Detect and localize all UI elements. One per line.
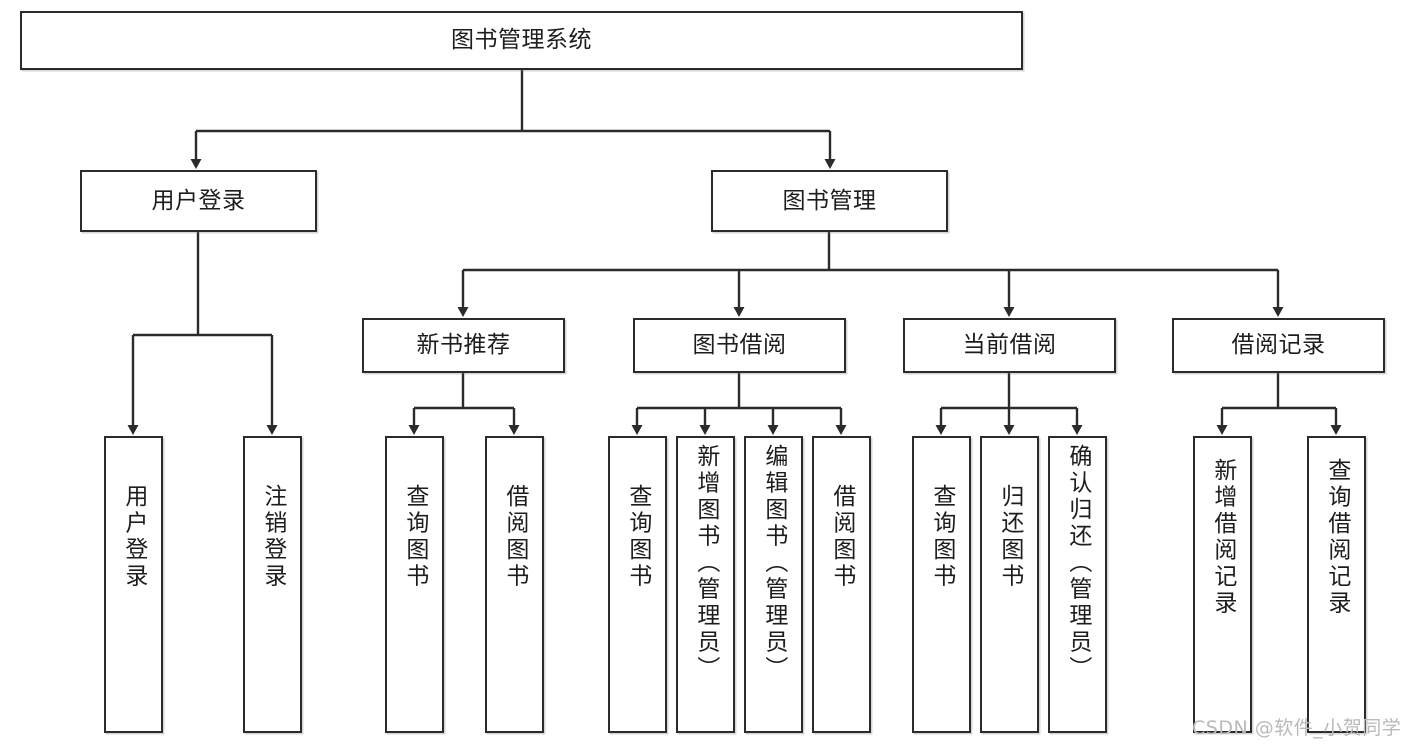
leaf-current-return-book[interactable]: 归还图书 — [980, 436, 1039, 733]
leaf-record-add-record[interactable]: 新增借阅记录 — [1193, 436, 1252, 733]
node-label: 查询图书 — [624, 484, 651, 590]
leaf-current-confirm-return-admin[interactable]: 确认归还（管理员） — [1048, 436, 1107, 733]
node-label: 确认归还（管理员） — [1064, 444, 1091, 683]
leaf-recommend-query-book[interactable]: 查询图书 — [385, 436, 444, 733]
watermark: CSDN @软件_小贺同学 — [1192, 717, 1402, 739]
node-label: 查询借阅记录 — [1323, 458, 1350, 617]
leaf-borrow-query-book[interactable]: 查询图书 — [608, 436, 667, 733]
node-label: 图书借阅 — [692, 332, 787, 359]
leaf-current-query-book[interactable]: 查询图书 — [912, 436, 971, 733]
node-label: 查询图书 — [928, 484, 955, 590]
node-label: 编辑图书（管理员） — [760, 444, 787, 683]
node-user-login[interactable]: 用户登录 — [80, 170, 317, 232]
node-label: 用户登录 — [120, 484, 147, 590]
node-root-system[interactable]: 图书管理系统 — [20, 11, 1023, 70]
node-label: 用户登录 — [151, 187, 246, 214]
leaf-borrow-edit-book-admin[interactable]: 编辑图书（管理员） — [744, 436, 803, 733]
leaf-borrow-borrow-book[interactable]: 借阅图书 — [812, 436, 871, 733]
leaf-recommend-borrow-book[interactable]: 借阅图书 — [485, 436, 544, 733]
node-label: 图书管理系统 — [451, 27, 592, 54]
node-new-book-recommend[interactable]: 新书推荐 — [362, 318, 565, 373]
node-label: 归还图书 — [996, 484, 1023, 590]
node-label: 注销登录 — [259, 484, 286, 590]
node-label: 图书管理 — [782, 187, 877, 214]
node-label: 借阅图书 — [828, 484, 855, 590]
node-book-management[interactable]: 图书管理 — [711, 170, 948, 232]
node-label: 查询图书 — [401, 484, 428, 590]
node-label: 新书推荐 — [416, 332, 511, 359]
node-label: 借阅记录 — [1231, 332, 1326, 359]
leaf-user-login[interactable]: 用户登录 — [104, 436, 163, 733]
leaf-record-query-record[interactable]: 查询借阅记录 — [1307, 436, 1366, 733]
node-current-borrow[interactable]: 当前借阅 — [903, 318, 1116, 373]
leaf-borrow-add-book-admin[interactable]: 新增图书（管理员） — [676, 436, 735, 733]
node-label: 新增图书（管理员） — [692, 444, 719, 683]
leaf-logout[interactable]: 注销登录 — [243, 436, 302, 733]
node-borrow-record[interactable]: 借阅记录 — [1172, 318, 1385, 373]
node-label: 借阅图书 — [501, 484, 528, 590]
node-label: 当前借阅 — [962, 332, 1057, 359]
node-label: 新增借阅记录 — [1209, 458, 1236, 617]
node-book-borrow[interactable]: 图书借阅 — [633, 318, 846, 373]
